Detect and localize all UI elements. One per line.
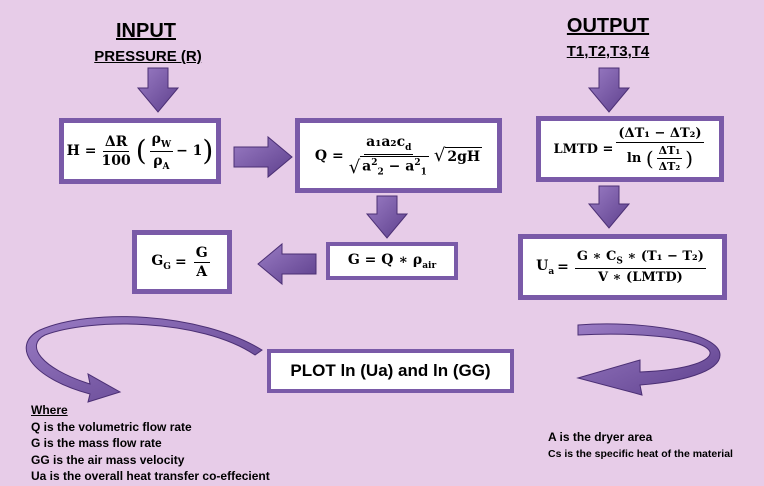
formula-box-ua: Ua = G ∗ CS ∗ (T₁ − T₂) V ∗ (LMTD) [518,234,727,300]
gg-lhs-sub: G [163,261,171,272]
gg-eq: = [174,254,187,270]
h-rho-fraction: ρW ρA [149,130,174,172]
ua-eq: = [557,259,569,275]
down-arrow-output [587,67,631,113]
output-title: OUTPUT [566,15,650,37]
legend-line: Ua is the overall heat transfer co-effec… [31,469,270,483]
h-minus-one: − 1 [176,143,203,159]
q-den-arg: a22 − a21 [360,155,429,178]
q-numerator: a₁a₂cd [364,133,414,155]
legend-left: Where Q is the volumetric flow rate G is… [31,402,331,485]
h-paren-close: ) [202,134,214,167]
down-arrow-q-to-g [365,195,409,239]
legend-line: A is the dryer area [548,430,653,444]
legend-line: Q is the volumetric flow rate [31,419,192,434]
formula-box-q: Q = a₁a₂cd √ a22 − a21 √ 2gH [295,118,502,193]
formula-box-gg: GG = G A [132,230,232,294]
ln-label: ln [626,150,642,166]
ua-lhs: Ua [536,258,554,277]
formula-box-h: H = ΔR 100 ( ρW ρA − 1 ) [59,118,221,184]
lmtd-inner-num: ΔT₁ [656,143,683,159]
q-den-a1-exp: 2 [414,157,421,168]
legend-heading: Where [31,403,68,417]
legend-line: Cs is the specific heat of the material [548,447,733,460]
input-subtitle: PRESSURE (R) [94,48,202,65]
output-subtitle: T1,T2,T3,T4 [566,43,650,60]
gg-fraction: G A [193,244,210,280]
lmtd-paren-open: ( [645,146,654,170]
h-fraction: ΔR 100 [99,134,132,169]
lmtd-inner-den: ΔT₂ [658,159,681,173]
ua-denominator: V ∗ (LMTD) [597,269,683,285]
ua-lhs-main: U [536,257,549,274]
curved-arrow-left [25,316,263,403]
gg-numerator: G [193,244,210,263]
q-den-a2-exp: 2 [371,157,378,168]
gg-lhs: GG [151,253,171,272]
q-lhs: Q = [314,147,344,164]
lmtd-paren-close: ) [685,146,693,170]
input-title: INPUT [116,20,176,42]
lmtd-lhs: LMTD = [553,141,614,157]
q-num-text: a₁a₂c [366,133,406,150]
plot-label: PLOT ln (Ua) and ln (GG) [290,361,491,380]
q-den-minus: − [383,158,406,175]
rho-a-sub: A [162,161,170,172]
h-numerator: ΔR [102,133,130,152]
rho-w-sub: W [160,139,172,150]
q-den-a1-sub: 1 [420,167,427,178]
sqrt-icon: √ [348,157,361,179]
h-lhs: H = [66,143,97,159]
q-den-a2: a [362,158,372,175]
curved-arrow-right [576,323,721,396]
q-root-arg: 2gH [445,146,483,165]
h-denominator: 100 [101,152,131,169]
sqrt-icon: √ [433,144,446,166]
ua-num-a: G ∗ C [576,249,617,265]
h-rho-w: ρW [149,130,174,152]
ua-numerator: G ∗ CS ∗ (T₁ − T₂) [574,249,706,269]
h-rho-a: ρA [151,152,171,172]
down-arrow-input [136,67,180,113]
ua-num-sub: S [616,256,623,267]
formula-box-g: G = Q ∗ ρair [326,242,458,280]
q-denominator: √ a22 − a21 [347,155,431,177]
legend-line: GG is the air mass velocity [31,452,185,467]
left-arrow-g-to-gg [257,242,317,286]
q-fraction: a₁a₂cd √ a22 − a21 [347,134,431,177]
gg-lhs-main: G [151,252,164,269]
ua-num-b: ∗ (T₁ − T₂) [622,249,704,265]
g-formula-sub: air [422,260,437,271]
plot-box: PLOT ln (Ua) and ln (GG) [267,349,514,393]
legend-line: G is the mass flow rate [31,436,162,450]
g-formula-text: G = Q ∗ ρ [347,251,423,268]
g-formula: G = Q ∗ ρair [348,252,436,271]
q-den-a2-sub: 2 [377,167,384,178]
q-root: √ 2gH [433,144,483,166]
rho-a-symbol: ρ [153,152,163,169]
legend-right: A is the dryer area Cs is the specific h… [548,429,762,462]
q-den-a1: a [405,158,415,175]
rho-w-symbol: ρ [151,130,161,147]
right-arrow-h-to-q [233,135,293,179]
q-den-sqrt: √ a22 − a21 [348,155,429,179]
h-paren-open: ( [135,134,147,167]
ua-fraction: G ∗ CS ∗ (T₁ − T₂) V ∗ (LMTD) [574,249,706,285]
q-num-sub: d [405,142,412,153]
lmtd-numerator: (ΔT₁ − ΔT₂) [616,125,704,143]
down-arrow-lmtd-to-ua [587,185,631,229]
ua-lhs-sub: a [548,266,555,277]
gg-denominator: A [196,263,208,280]
